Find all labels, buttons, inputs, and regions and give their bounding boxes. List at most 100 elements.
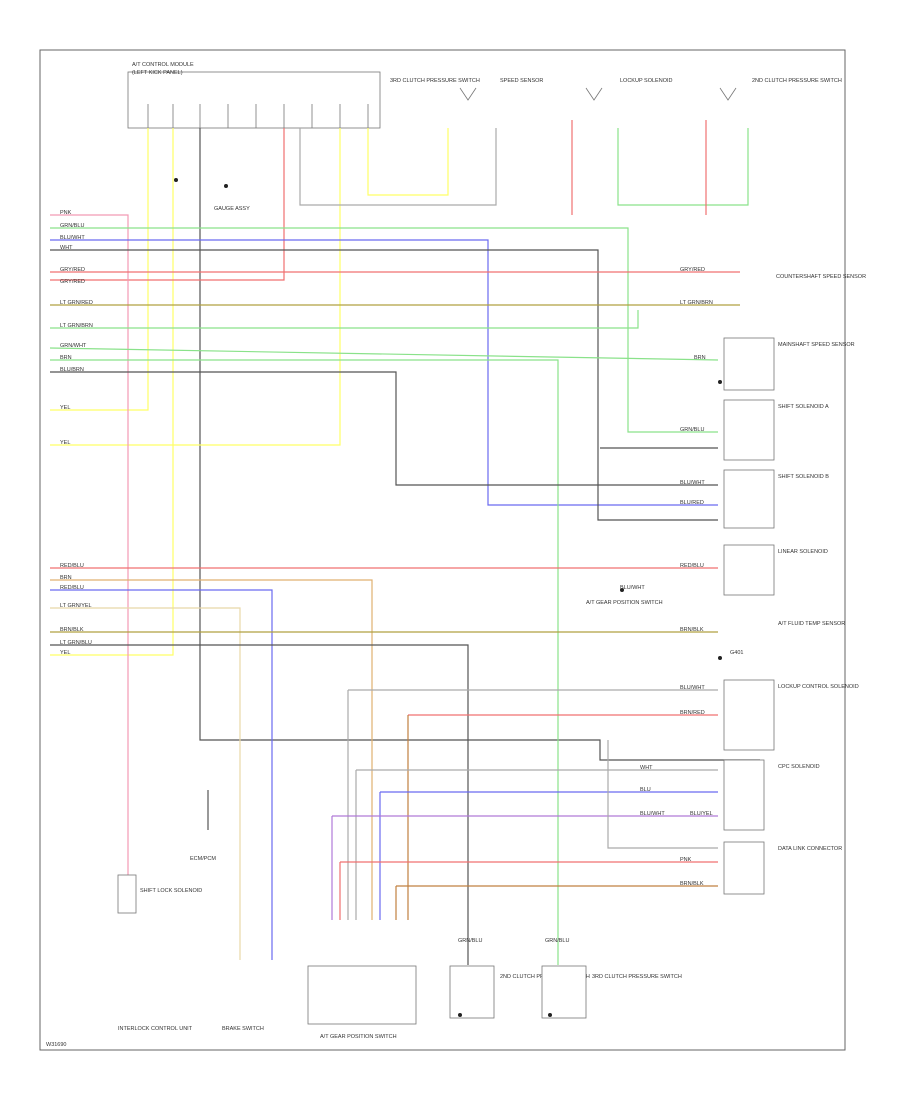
wire-label: GRY/RED bbox=[60, 267, 85, 273]
wire-green-h2 bbox=[50, 310, 639, 329]
wire-label: BRN/RED bbox=[680, 710, 705, 716]
wire-green-1 bbox=[617, 128, 749, 206]
right-4-label: SHIFT SOLENOID B bbox=[778, 474, 829, 480]
wire-labels: PNK GRN/BLU BLU/WHT WHT GRY/RED GRY/RED … bbox=[60, 210, 743, 944]
right-4-box bbox=[723, 469, 775, 529]
wire-label: RED/BLU bbox=[60, 585, 84, 591]
bottom-components: SHIFT LOCK SOLENOID INTERLOCK CONTROL UN… bbox=[117, 856, 682, 1040]
wire-yellow-1 bbox=[50, 128, 149, 411]
right-1-label: COUNTERSHAFT SPEED SENSOR bbox=[776, 274, 866, 280]
wire-label: BLU/BRN bbox=[60, 367, 84, 373]
wire-label: GRY/RED bbox=[60, 279, 85, 285]
wire-brown-1 bbox=[50, 371, 718, 486]
right-3-label: SHIFT SOLENOID A bbox=[778, 404, 829, 410]
wire-label: RED/BLU bbox=[680, 563, 704, 569]
top-switch-3: 2ND CLUTCH PRESSURE SWITCH bbox=[719, 78, 842, 101]
brake-note: ECM/PCM bbox=[190, 856, 216, 862]
wire-orange-1 bbox=[50, 579, 373, 920]
wire-label: PNK bbox=[680, 857, 692, 863]
wire-label: LT GRN/BRN bbox=[680, 300, 713, 306]
wire-label: LT GRN/RED bbox=[60, 300, 93, 306]
wire-label: BRN bbox=[60, 355, 72, 361]
wire-label: BLU/WHT bbox=[60, 235, 85, 241]
control-module-box bbox=[127, 71, 381, 129]
control-module-title: A/T CONTROL MODULE bbox=[132, 62, 194, 68]
right-8-box bbox=[723, 759, 765, 831]
top-switch-3-label: 2ND CLUTCH PRESSURE SWITCH bbox=[752, 78, 842, 84]
bottom-switch-1-box bbox=[449, 965, 495, 1019]
control-module-subtitle: (LEFT KICK PANEL) bbox=[132, 70, 183, 76]
wire-pink-main bbox=[50, 214, 129, 880]
wire-label: RED/BLU bbox=[60, 563, 84, 569]
gear-switch-box bbox=[307, 965, 417, 1025]
wire-label: LT GRN/BLU bbox=[60, 640, 92, 646]
wire-blue-1 bbox=[50, 239, 718, 506]
wire-label: BRN/BLK bbox=[680, 627, 704, 633]
wire-label: LT GRN/BRN bbox=[60, 323, 93, 329]
top-switch-1: SPEED SENSOR bbox=[459, 78, 543, 101]
right-8-label: CPC SOLENOID bbox=[778, 764, 820, 770]
shift-lock-label: SHIFT LOCK SOLENOID bbox=[140, 888, 202, 894]
top-switch-1-label: SPEED SENSOR bbox=[500, 78, 543, 84]
right-5-box bbox=[723, 544, 775, 596]
wire-green-h3 bbox=[49, 347, 719, 361]
top-switch-2-label: LOCKUP SOLENOID bbox=[620, 78, 672, 84]
wire-label: PNK bbox=[60, 210, 72, 216]
wire-yellow-4 bbox=[367, 128, 449, 196]
right-9-box bbox=[723, 841, 765, 895]
wire-label: BLU/YEL bbox=[690, 811, 713, 817]
wire-black-1 bbox=[199, 128, 760, 761]
right-7-box bbox=[723, 679, 775, 751]
wire-yellow-3 bbox=[50, 128, 341, 446]
wire-label: YEL bbox=[60, 650, 70, 656]
right-9-label: DATA LINK CONNECTOR bbox=[778, 846, 842, 852]
right-2-box bbox=[723, 337, 775, 391]
brake-switch-label: BRAKE SWITCH bbox=[222, 1026, 264, 1032]
right-7-label: LOCKUP CONTROL SOLENOID bbox=[778, 684, 859, 690]
top-switch-4-label: 3RD CLUTCH PRESSURE SWITCH bbox=[390, 78, 480, 84]
wire-label: BLU/WHT bbox=[640, 811, 665, 817]
wire-purple-1 bbox=[50, 589, 273, 960]
wire-label: GRN/BLU bbox=[458, 938, 482, 944]
right-components: COUNTERSHAFT SPEED SENSOR MAINSHAFT SPEE… bbox=[586, 274, 866, 895]
wire-label: BRN bbox=[60, 575, 72, 581]
ground-label: G401 bbox=[730, 650, 743, 656]
right-2-label: MAINSHAFT SPEED SENSOR bbox=[778, 342, 855, 348]
wire-label: BRN/BLK bbox=[60, 627, 84, 633]
wire-red-1 bbox=[50, 128, 285, 281]
wire-black-2 bbox=[50, 249, 718, 521]
wire-label: GRY/RED bbox=[680, 267, 705, 273]
right-3-box bbox=[723, 399, 775, 461]
wire-label: GRN/BLU bbox=[680, 427, 704, 433]
wire-label: BLU/WHT bbox=[620, 585, 645, 591]
wire-label: LT GRN/YEL bbox=[60, 603, 92, 609]
wire-label: GRN/BLU bbox=[545, 938, 569, 944]
wire-label: BLU/RED bbox=[680, 500, 704, 506]
wire-green-2 bbox=[50, 227, 718, 433]
bottom-switch-2-label: 3RD CLUTCH PRESSURE SWITCH bbox=[592, 974, 682, 980]
shift-lock-box bbox=[117, 874, 137, 914]
wire-label: BRN bbox=[694, 355, 706, 361]
wire-label: WHT bbox=[640, 765, 653, 771]
interlock-label: INTERLOCK CONTROL UNIT bbox=[118, 1026, 193, 1032]
splice-dot bbox=[174, 178, 178, 182]
wire-green-4 bbox=[50, 359, 559, 965]
mid-note-label: A/T GEAR POSITION SWITCH bbox=[586, 600, 663, 606]
wire-gray-right bbox=[607, 740, 718, 849]
wire-label: YEL bbox=[60, 440, 70, 446]
wire-label: GRN/BLU bbox=[60, 223, 84, 229]
frame-code: W31690 bbox=[46, 1042, 67, 1048]
wire-label: GRN/WHT bbox=[60, 343, 87, 349]
ground-dot bbox=[224, 184, 228, 188]
wire-label: BLU/WHT bbox=[680, 685, 705, 691]
wire-harness bbox=[49, 120, 760, 965]
gear-switch-label: A/T GEAR POSITION SWITCH bbox=[320, 1034, 397, 1040]
right-6-label: A/T FLUID TEMP SENSOR bbox=[778, 621, 845, 627]
wire-label: YEL bbox=[60, 405, 70, 411]
wire-label: BLU bbox=[640, 787, 651, 793]
wire-tan-1 bbox=[50, 607, 241, 960]
diagram-frame bbox=[39, 49, 846, 1051]
bottom-switch-2-box bbox=[541, 965, 587, 1019]
gauge-assy-label: GAUGE ASSY bbox=[214, 206, 250, 212]
